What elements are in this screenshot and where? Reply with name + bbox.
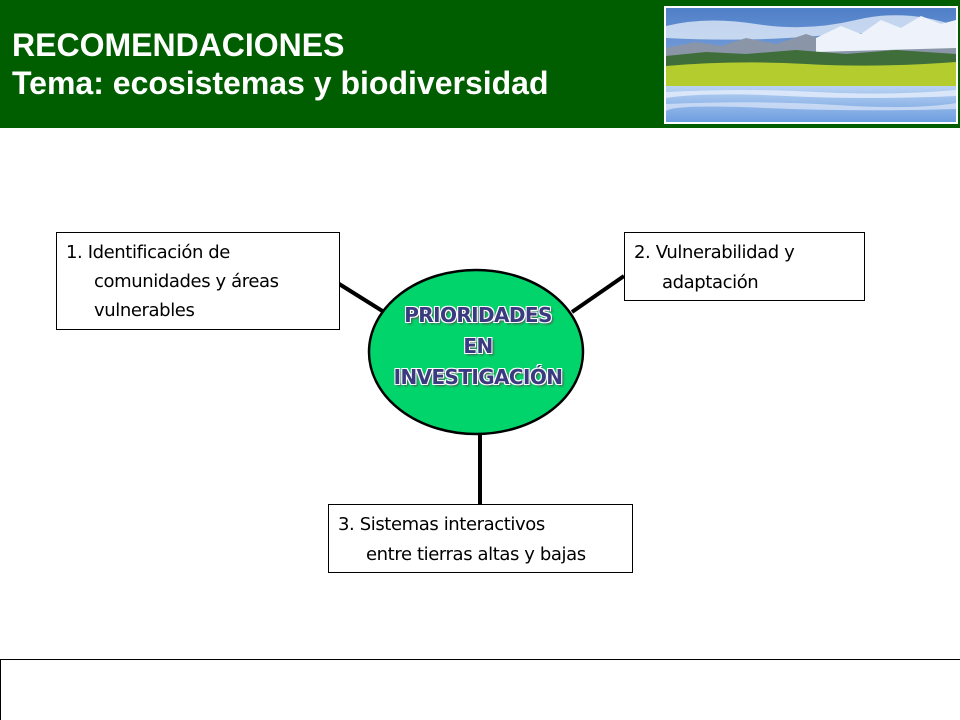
node-2-line-1: 2. Vulnerabilidad y: [634, 242, 795, 263]
center-label-line-3: INVESTIGACIÓN: [393, 365, 563, 389]
node-1-line-3: vulnerables: [94, 300, 195, 321]
connector-line-1: [334, 280, 386, 314]
slide-title: RECOMENDACIONES Tema: ecosistemas y biod…: [12, 26, 549, 102]
node-box-3: 3. Sistemas interactivos entre tierras a…: [328, 504, 633, 573]
node-3-line-2: entre tierras altas y bajas: [366, 544, 586, 565]
header-bar: RECOMENDACIONES Tema: ecosistemas y biod…: [0, 0, 960, 128]
node-box-2: 2. Vulnerabilidad y adaptación: [624, 232, 865, 301]
title-line-2: Tema: ecosistemas y biodiversidad: [12, 65, 549, 101]
node-1-line-1: 1. Identificación de: [66, 242, 230, 263]
center-ellipse: [367, 268, 585, 436]
center-label-line-1: PRIORIDADES: [404, 303, 552, 327]
center-label: PRIORIDADES EN INVESTIGACIÓN: [368, 300, 588, 393]
connector-line-2: [570, 274, 626, 314]
node-3-line-1: 3. Sistemas interactivos: [338, 514, 545, 535]
node-box-1: 1. Identificación de comunidades y áreas…: [56, 232, 340, 330]
footer-placeholder: [0, 659, 960, 720]
node-1-line-2: comunidades y áreas: [94, 271, 279, 292]
landscape-image: [664, 6, 958, 124]
title-line-1: RECOMENDACIONES: [12, 27, 345, 63]
center-label-line-2: EN: [463, 334, 493, 358]
node-2-line-2: adaptación: [662, 272, 759, 293]
